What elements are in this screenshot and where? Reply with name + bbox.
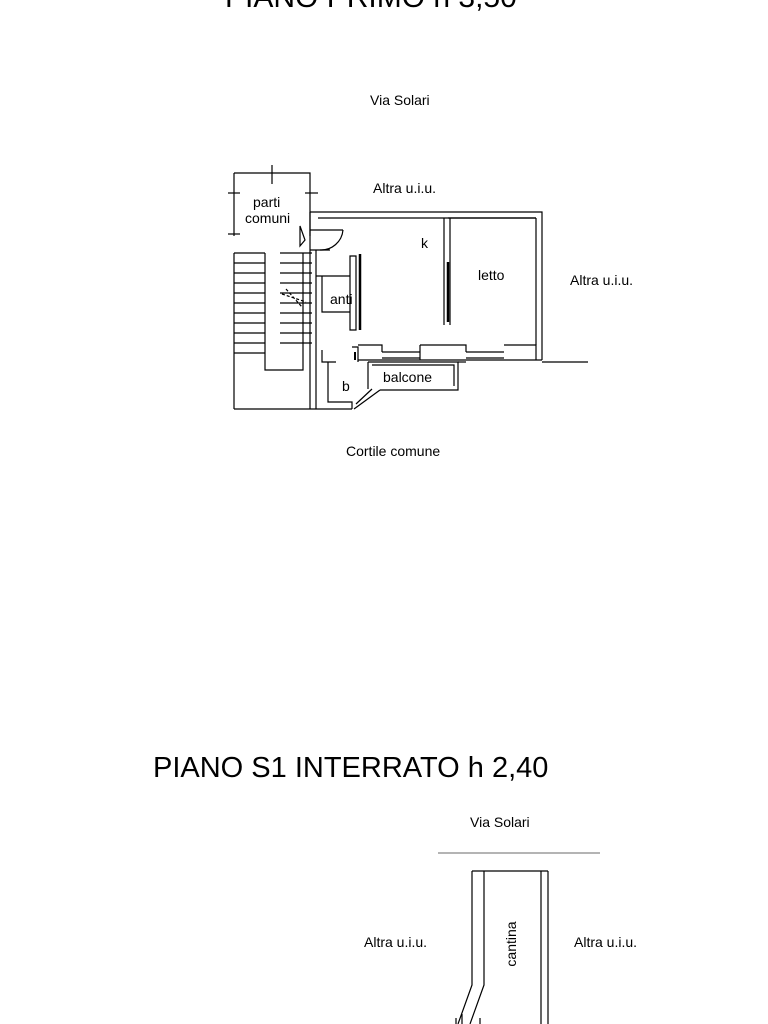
bathroom-label: b [342, 378, 350, 394]
cellar-label: cantina [503, 921, 519, 967]
bedroom-label: letto [478, 267, 505, 283]
cellar-walls [455, 870, 549, 1024]
basement-neighbor-left-label: Altra u.i.u. [364, 934, 428, 950]
floor1-courtyard-label: Cortile comune [346, 443, 441, 459]
balcony-outline [353, 361, 466, 410]
basement-title: PIANO S1 INTERRATO h 2,40 [153, 752, 549, 784]
bedroom-wall [443, 217, 537, 345]
staircase [233, 252, 312, 410]
entrance-door [299, 225, 344, 251]
common-areas-label-line1: parti [253, 194, 281, 210]
antechamber-walls [316, 254, 362, 331]
floor1-street-label: Via Solari [370, 92, 430, 108]
kitchen-label: k [421, 235, 428, 251]
floor1-neighbor-top-label: Altra u.i.u. [373, 180, 437, 196]
south-facade [358, 344, 542, 361]
bathroom-walls [321, 346, 359, 409]
floor1-neighbor-right-label: Altra u.i.u. [570, 272, 634, 288]
common-areas-label-line2: comuni [245, 210, 291, 226]
basement-neighbor-right-label: Altra u.i.u. [574, 934, 638, 950]
floor1-title: PIANO PRIMO h 3,50 [225, 0, 517, 13]
antechamber-label: anti [330, 291, 353, 307]
basement-street-label: Via Solari [470, 814, 530, 830]
balcony-label: balcone [383, 369, 433, 385]
